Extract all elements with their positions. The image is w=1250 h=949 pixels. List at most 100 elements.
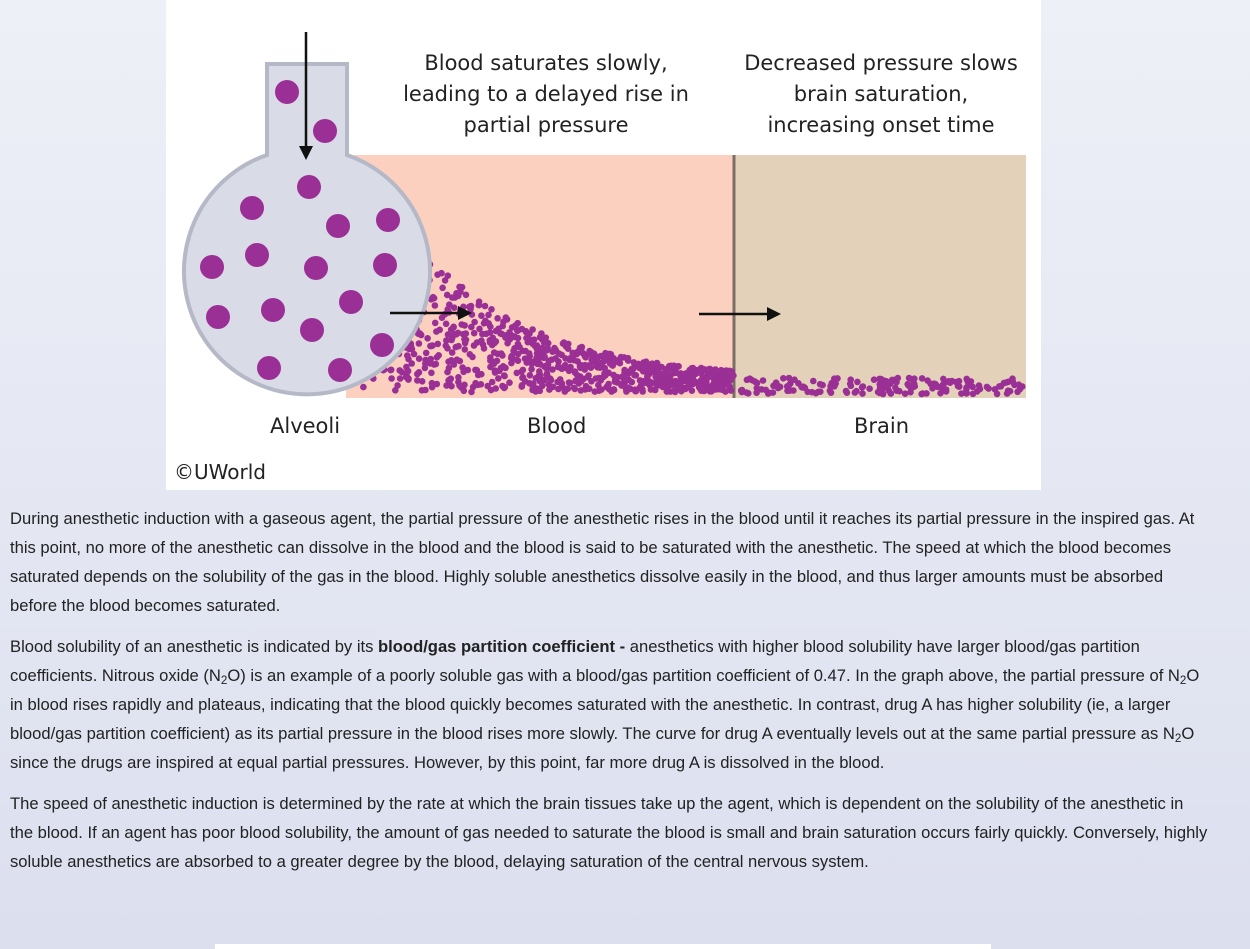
blood-particle [715, 385, 723, 392]
blood-caption-line: Blood saturates slowly, [424, 51, 668, 75]
blood-particle [589, 358, 596, 366]
brain-particle [847, 382, 855, 390]
blood-particle [488, 378, 496, 386]
blood-particle [468, 388, 475, 396]
blood-particle [571, 368, 579, 375]
blood-particle [454, 329, 462, 337]
blood-particle [605, 380, 612, 388]
gas-particle [339, 290, 363, 314]
blood-particle [495, 375, 502, 382]
blood-particle [596, 364, 604, 372]
brain-particle [918, 375, 926, 382]
blood-particle [466, 303, 473, 311]
blood-particle [621, 382, 628, 390]
blood-particle [544, 364, 552, 372]
brain-caption: Decreased pressure slows brain saturatio… [711, 48, 1051, 141]
brain-label: Brain [854, 414, 910, 438]
blood-particle [501, 383, 509, 391]
blood-particle [600, 373, 607, 381]
blood-particle [582, 354, 589, 361]
blood-particle [470, 342, 478, 349]
blood-particle [404, 367, 412, 375]
brain-particle [780, 375, 787, 382]
brain-particle [991, 386, 999, 393]
blood-particle [572, 377, 579, 385]
brain-particle [942, 388, 950, 395]
brain-particle [804, 388, 811, 396]
brain-particle [965, 380, 972, 387]
diagram-canvas [182, 32, 1026, 398]
blood-particle [632, 387, 639, 395]
gas-particle [261, 298, 285, 322]
brain-caption-line: brain saturation, [793, 82, 969, 106]
blood-particle [536, 334, 544, 341]
brain-particle [851, 389, 859, 396]
gas-particle [304, 256, 328, 280]
blood-particle [663, 371, 670, 379]
blood-particle [396, 375, 404, 382]
blood-particle [562, 361, 569, 369]
blood-particle [600, 352, 607, 360]
alveoli-to-blood-arrow [390, 306, 472, 320]
blood-particle [496, 367, 503, 375]
blood-particle [387, 366, 394, 374]
blood-particle [499, 363, 507, 370]
blood-particle [526, 372, 534, 379]
brain-particle [827, 389, 835, 397]
gas-particle [376, 208, 400, 232]
brain-particle [831, 375, 838, 383]
brain-particle [766, 389, 773, 397]
text-span: O in blood rises rapidly and plateaus, i… [10, 666, 1200, 743]
brain-particle [940, 375, 947, 383]
brain-particle [876, 389, 884, 397]
blood-particle [436, 326, 444, 334]
blood-particle [506, 329, 513, 336]
brain-particle [958, 390, 965, 397]
blood-particle [543, 370, 551, 377]
blood-particle [388, 375, 395, 382]
blood-particle [618, 373, 626, 381]
blood-particle [555, 350, 563, 357]
blood-particle [525, 356, 533, 364]
blood-particle [448, 349, 456, 356]
blood-particle [628, 378, 636, 386]
brain-particle [932, 380, 939, 388]
blood-particle [414, 370, 421, 378]
blood-particle [640, 380, 647, 387]
blood-particle [495, 325, 502, 333]
blood-particle [726, 367, 733, 375]
alveoli-label: Alveoli [270, 414, 341, 438]
blood-particle [586, 347, 593, 355]
blood-particle [675, 380, 683, 388]
text-span: O since the drugs are inspired at equal … [10, 724, 1195, 772]
brain-particle [798, 383, 805, 391]
blood-particle [462, 330, 470, 337]
brain-particle [866, 385, 873, 393]
blood-caption-line: partial pressure [463, 113, 629, 137]
blood-particle [460, 387, 468, 395]
blood-particle [585, 372, 592, 379]
blood-particle [546, 386, 553, 393]
blood-particle [630, 359, 638, 366]
blood-particle [492, 338, 500, 345]
blood-particle [435, 352, 443, 359]
blood-particle [469, 353, 476, 361]
blood-particle [539, 382, 546, 390]
blood-particle [564, 385, 572, 393]
blood-particle [448, 336, 455, 344]
blood-particle [587, 364, 595, 372]
blood-particle [434, 340, 442, 348]
blood-particle [450, 361, 458, 368]
blood-particle [577, 347, 584, 355]
blood-particle [424, 335, 431, 342]
brain-particle [924, 377, 931, 384]
blood-particle [578, 378, 585, 385]
brain-particle [743, 376, 751, 384]
blood-particle [431, 302, 439, 309]
brain-particle [827, 382, 834, 390]
blood-particle [529, 384, 537, 391]
brain-caption-line: Decreased pressure slows [744, 51, 1018, 75]
blood-particle [422, 356, 429, 364]
blood-particle [486, 329, 494, 336]
blood-particle [536, 387, 544, 395]
